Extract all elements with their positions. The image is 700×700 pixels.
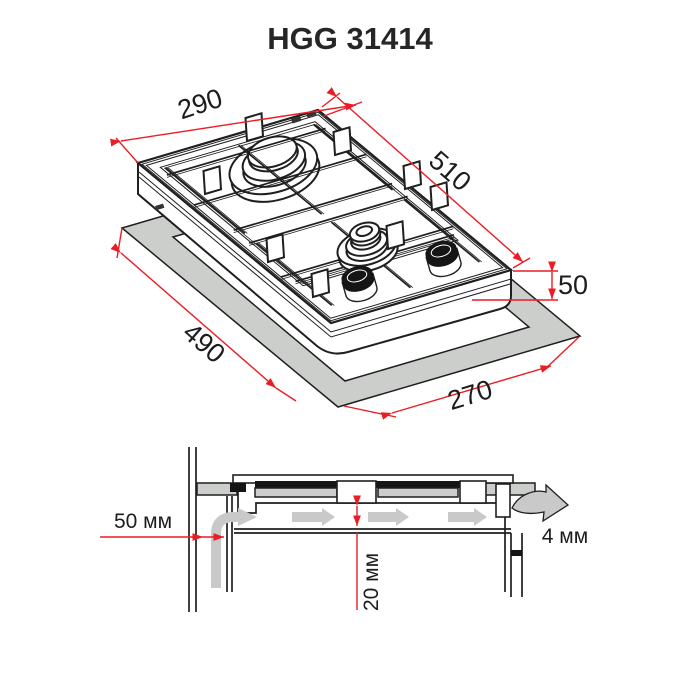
rim-clip	[155, 203, 165, 211]
label-bottom-clearance: 20 мм	[360, 553, 383, 611]
dim-label-height: 50	[558, 270, 588, 300]
dim-label-width: 290	[174, 83, 226, 125]
installation-section-view: 50 мм 20 мм 4 мм	[100, 447, 588, 612]
hob-fixing-bracket	[495, 483, 511, 518]
hob-body	[137, 160, 512, 355]
airflow-arrows	[292, 508, 487, 526]
label-edge-gap: 4 мм	[542, 525, 588, 548]
dimension-wall-clearance: 50 мм	[100, 510, 224, 541]
dim-label-cutout-length: 490	[177, 317, 231, 369]
dimension-bottom-clearance: 20 мм	[353, 495, 383, 611]
control-knob-1	[341, 265, 378, 303]
burner-bowl-1	[336, 480, 377, 504]
dimension-hob-height: 50	[472, 261, 588, 301]
hob-section	[230, 474, 514, 518]
hob-edge-clamp	[230, 483, 246, 492]
isometric-view: 290 510 50 490 270	[110, 83, 588, 420]
label-wall-clearance: 50 мм	[114, 510, 172, 533]
wall	[188, 447, 197, 612]
airflow-outlet-arrow	[511, 483, 570, 523]
cabinet	[226, 496, 523, 597]
airflow-inlet-arrow	[211, 508, 257, 588]
burner-bowl-2	[459, 480, 487, 504]
model-title: HGG 31414	[267, 21, 433, 56]
dim-label-cutout-width: 270	[444, 374, 496, 416]
